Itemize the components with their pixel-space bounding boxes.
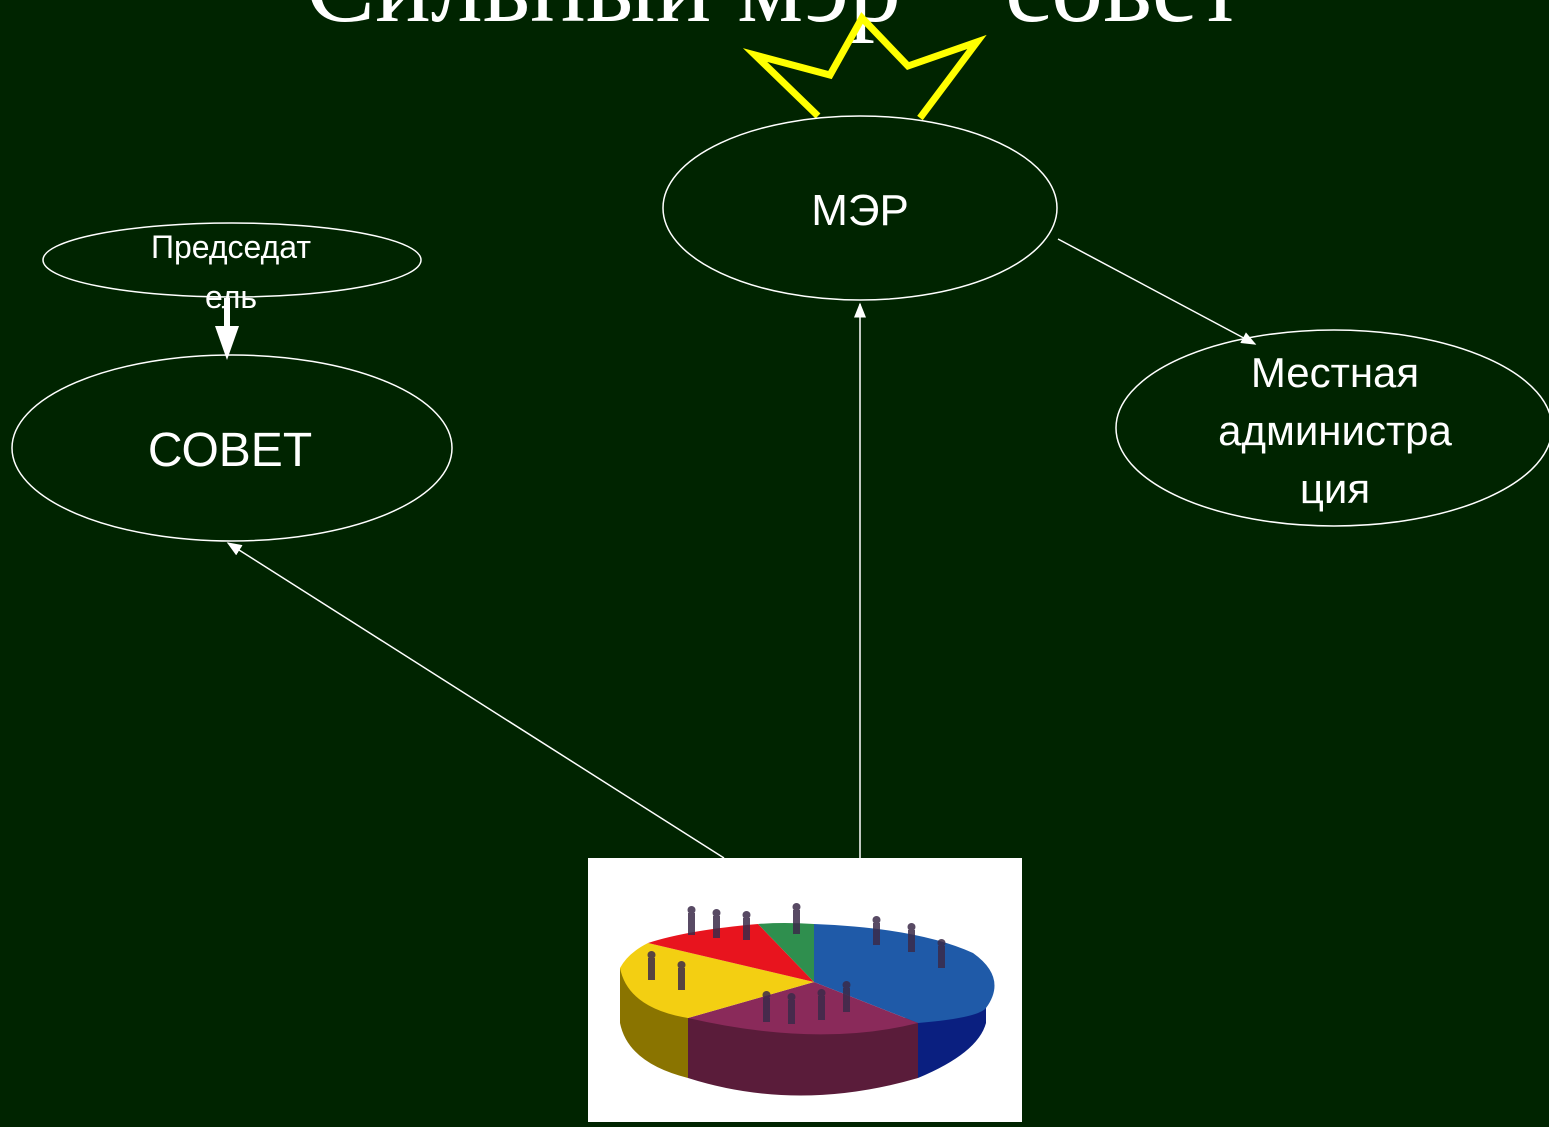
mayor-to-administration-arrow [1057, 238, 1257, 345]
administration-ellipse[interactable] [1115, 329, 1549, 527]
slide-title: Сильный мэр – совет [0, 0, 1549, 52]
council-label: СОВЕТ [147, 424, 313, 477]
population-to-council-arrow [226, 542, 725, 859]
council-ellipse[interactable] [11, 354, 453, 542]
mayor-ellipse[interactable] [662, 115, 1058, 301]
population-pie-icon [620, 903, 995, 1096]
administration-label: Местная администра ция [1218, 349, 1452, 512]
mayor-label: МЭР [811, 186, 909, 235]
population-pie-image [588, 858, 1022, 1122]
chairman-to-council-arrow [215, 298, 239, 360]
crown-icon [742, 12, 987, 121]
chairman-label: Председат ель [150, 229, 312, 315]
chairman-ellipse[interactable] [42, 222, 422, 298]
